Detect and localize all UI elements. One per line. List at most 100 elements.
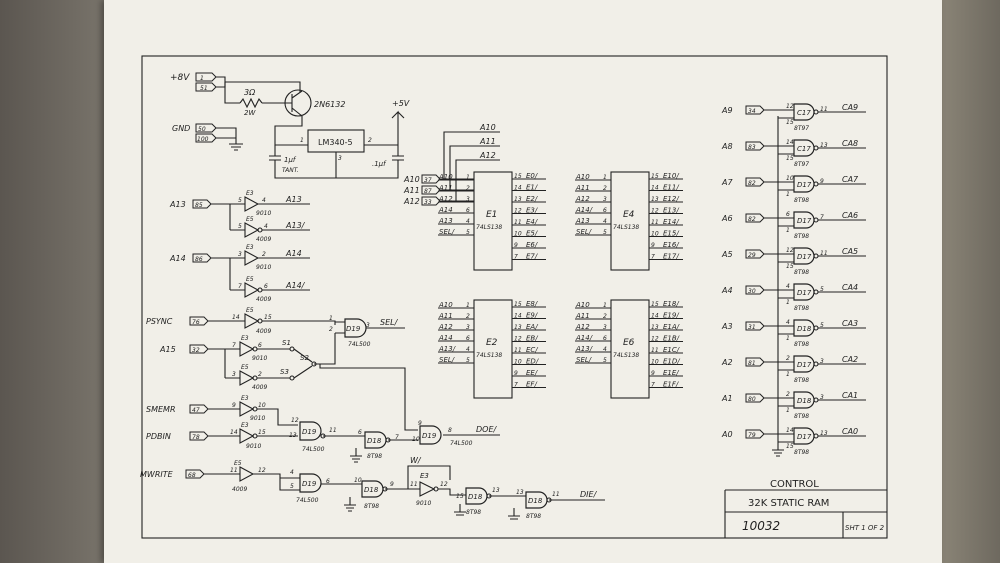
ground-symbol bbox=[216, 127, 243, 151]
addr-buffer-part: 8T98 bbox=[794, 341, 809, 348]
decoder-input-net: SEL/ bbox=[576, 356, 592, 364]
decoder-input-net: A13/ bbox=[575, 345, 593, 353]
decoder-output-net: E8/ bbox=[526, 300, 538, 308]
decoder-output-pin: 11 bbox=[651, 219, 659, 226]
bus-a10: A10 bbox=[479, 123, 496, 132]
decoder-box bbox=[473, 171, 513, 271]
buf-chip-0: E3 bbox=[246, 190, 254, 197]
decoder-input-net: A11 bbox=[438, 184, 453, 192]
addr-out-label: CA7 bbox=[842, 175, 859, 184]
addr-in-pin: 83 bbox=[748, 144, 756, 151]
addr-buffer-part: 8T98 bbox=[794, 233, 809, 240]
decoder-output-pin: 7 bbox=[651, 382, 655, 389]
addr-buffer-pin-out: 11 bbox=[820, 106, 828, 113]
buf-in-4: 14 bbox=[232, 314, 240, 321]
decoder-output-pin: 14 bbox=[651, 313, 659, 320]
decoder-output-net: E1D/ bbox=[663, 358, 680, 366]
cap-small-label: .1µf bbox=[372, 160, 387, 168]
gate-d19-doe bbox=[419, 425, 442, 445]
addr-buffer-pin-en: 15 bbox=[786, 155, 794, 162]
decoder-input-net: A11 bbox=[575, 312, 590, 320]
regulator-label: LM340-5 bbox=[318, 138, 353, 147]
addr-buffer-pin-in: 14 bbox=[786, 139, 794, 146]
pin-8v-1: 1 bbox=[200, 75, 204, 82]
decoder-box bbox=[473, 299, 513, 399]
switch-s2: S2 bbox=[300, 354, 309, 362]
decoder-output-net: EA/ bbox=[526, 323, 538, 331]
resistor-value: 3Ω bbox=[244, 88, 256, 97]
gate-d19-mw bbox=[299, 473, 322, 493]
title-sheet: SHT 1 OF 2 bbox=[845, 524, 885, 532]
addr-buffer-pin-en: 1 bbox=[786, 227, 790, 234]
buf-out-8: 15 bbox=[258, 429, 266, 436]
input-pin-psync: 76 bbox=[192, 319, 200, 326]
reg-pin-1: 1 bbox=[300, 137, 304, 144]
gnd-label: GND bbox=[172, 124, 190, 133]
addr-buffer-pin-en: 1 bbox=[786, 407, 790, 414]
addr-in-pin: 34 bbox=[748, 108, 756, 115]
addr-buffer-name: D17 bbox=[797, 289, 812, 297]
title-number: 10032 bbox=[742, 519, 780, 533]
decoder-output-pin: 10 bbox=[651, 231, 659, 238]
decoder-output-pin: 9 bbox=[651, 242, 655, 249]
addr-out-label: CA6 bbox=[842, 211, 858, 220]
addr-out-label: CA0 bbox=[842, 427, 858, 436]
buf-in-5: 7 bbox=[232, 342, 236, 349]
decoder-input-net: A13 bbox=[438, 217, 453, 225]
gate-e3-w bbox=[419, 481, 436, 497]
decoder-box bbox=[610, 299, 650, 399]
addr-buffer-pin-en: 1 bbox=[786, 191, 790, 198]
input-label-pdbin: PDBIN bbox=[146, 432, 171, 441]
decoder-output-net: E14/ bbox=[663, 218, 679, 226]
buf-out-7: 10 bbox=[258, 402, 266, 409]
gate-d18-c-in: 13 bbox=[516, 489, 524, 496]
buf-part-1: 4009 bbox=[256, 236, 271, 243]
gate-d19-doe-part: 74L500 bbox=[450, 440, 473, 447]
decoder-input-net: A13/ bbox=[438, 345, 456, 353]
addr-in-label: A2 bbox=[721, 358, 733, 367]
enable-bus-line bbox=[772, 116, 784, 457]
addr-in-connector bbox=[745, 105, 765, 115]
addr-in-pin: 81 bbox=[748, 360, 756, 367]
bus-a11: A11 bbox=[479, 137, 496, 146]
decoder-input-pin: 4 bbox=[603, 346, 607, 353]
decoder-output-net: E3/ bbox=[526, 207, 538, 215]
decoder-input-pin: 4 bbox=[466, 218, 470, 225]
addr-buffer-pin-in: 2 bbox=[786, 391, 790, 398]
decoder-input-pin: 1 bbox=[466, 302, 470, 309]
decoder-output-net: E7/ bbox=[526, 253, 538, 261]
decoder-input-pin: 6 bbox=[466, 335, 470, 342]
gate-d19-mw-part: 74L500 bbox=[296, 497, 319, 504]
gate-d19-sel-part: 74L500 bbox=[348, 341, 371, 348]
addr-buffer-wires bbox=[764, 145, 794, 155]
decoder-output-net: E10/ bbox=[663, 172, 679, 180]
decoder-input-pin: 4 bbox=[466, 346, 470, 353]
decoder-part: 74LS138 bbox=[613, 224, 639, 231]
addr-buffer-pin-in: 12 bbox=[786, 247, 794, 254]
plus8v-label: +8V bbox=[170, 73, 190, 83]
buf-chip-7: E3 bbox=[241, 395, 249, 402]
gate-d19-pd-in1: 12 bbox=[291, 417, 299, 424]
addr-buffer-pin-in: 4 bbox=[786, 283, 790, 290]
decoder-output-net: EB/ bbox=[526, 335, 538, 343]
buf-chip-6: E5 bbox=[241, 364, 249, 371]
addr-buffer-name: C17 bbox=[797, 145, 811, 153]
addr-buffer-wires bbox=[764, 433, 794, 443]
dec-in-a10: A10 bbox=[403, 175, 420, 184]
decoder-output-pin: 12 bbox=[514, 208, 522, 215]
addr-buffer-pin-out: 3 bbox=[820, 358, 824, 365]
gate-d19-pd-part: 74L500 bbox=[302, 446, 325, 453]
gate-d18-b-part: 8T98 bbox=[466, 509, 481, 516]
gate-d19-sel-net: SEL/ bbox=[380, 318, 399, 327]
gate-d19-mw-in1: 4 bbox=[290, 469, 294, 476]
addr-buffer-wires bbox=[764, 181, 794, 191]
buf-chip-4: E5 bbox=[246, 307, 254, 314]
